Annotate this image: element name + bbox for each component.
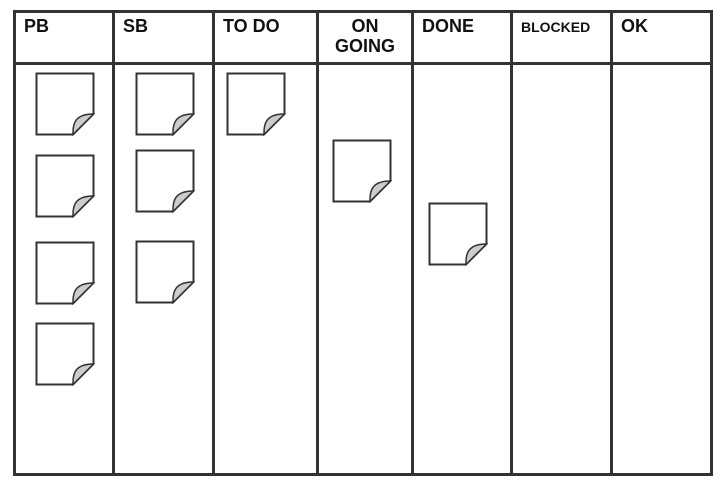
column-title-ongoing: ON GOING — [334, 16, 395, 56]
sticky-note-icon[interactable] — [332, 139, 393, 204]
kanban-board: PB SB TO DO ON GOING DONE BLOCKED OK — [13, 10, 713, 476]
column-title-blocked: BLOCKED — [521, 19, 591, 35]
sticky-note-icon[interactable] — [226, 72, 287, 137]
column-title-pb: PB — [24, 16, 50, 36]
column-divider — [411, 13, 414, 473]
column-divider — [510, 13, 513, 473]
column-divider — [610, 13, 613, 473]
column-divider — [212, 13, 215, 473]
column-title-ok: OK — [621, 16, 648, 36]
sticky-note-icon[interactable] — [35, 241, 96, 306]
sticky-note-icon[interactable] — [35, 322, 96, 387]
sticky-note-icon[interactable] — [135, 149, 196, 214]
column-divider — [112, 13, 115, 473]
column-title-done: DONE — [422, 16, 475, 36]
sticky-note-icon[interactable] — [135, 240, 196, 305]
sticky-note-icon[interactable] — [35, 72, 96, 137]
column-divider — [316, 13, 319, 473]
sticky-note-icon[interactable] — [135, 72, 196, 137]
sticky-note-icon[interactable] — [428, 202, 489, 267]
column-title-sb: SB — [123, 16, 149, 36]
column-title-todo: TO DO — [223, 16, 280, 36]
header-divider — [16, 62, 710, 65]
sticky-note-icon[interactable] — [35, 154, 96, 219]
